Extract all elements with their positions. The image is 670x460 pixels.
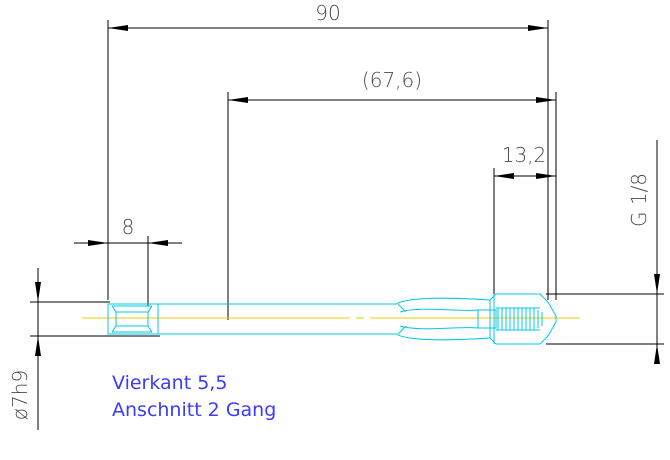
arrow-up-icon <box>35 336 41 356</box>
dim-thread-length-label: 13,2 <box>502 143 547 167</box>
dim-square-width-label: 8 <box>122 215 135 239</box>
arrow-down-icon <box>35 282 41 302</box>
flute-top <box>395 297 491 305</box>
flute-bottom <box>395 333 491 341</box>
part-outline <box>107 293 557 345</box>
arrow-left-icon <box>148 240 168 246</box>
dim-overall-label: 90 <box>315 1 340 25</box>
arrow-right-icon <box>528 25 548 31</box>
dimension-square-width: 8 <box>74 215 182 306</box>
arrow-down-icon <box>654 274 660 294</box>
thread-size-label: G 1/8 <box>627 173 651 227</box>
dim-reference-label: (67,6) <box>362 68 422 92</box>
note-chamfer: Anschnitt 2 Gang <box>112 399 276 421</box>
dimension-overall-length: 90 <box>107 1 549 300</box>
dimension-reference-length: (67,6) <box>227 68 557 320</box>
drawing-notes: Vierkant 5,5 Anschnitt 2 Gang <box>112 372 276 421</box>
arrow-left-icon <box>494 173 514 179</box>
shank-diameter-label: ø7h9 <box>8 370 32 420</box>
arrow-right-icon <box>536 173 556 179</box>
arrow-left-icon <box>228 97 248 103</box>
arrow-right-icon <box>536 97 556 103</box>
thread-lines <box>496 307 543 331</box>
dimension-thread-length: 13,2 <box>493 143 556 294</box>
arrow-right-icon <box>88 240 108 246</box>
threaded-section <box>489 293 557 345</box>
arrow-up-icon <box>654 344 660 364</box>
arrow-left-icon <box>108 25 128 31</box>
dimension-shank-diameter: ø7h9 <box>8 268 160 430</box>
dimension-thread-size: G 1/8 <box>546 140 664 364</box>
note-square-size: Vierkant 5,5 <box>112 372 227 394</box>
square-drive <box>107 303 159 335</box>
